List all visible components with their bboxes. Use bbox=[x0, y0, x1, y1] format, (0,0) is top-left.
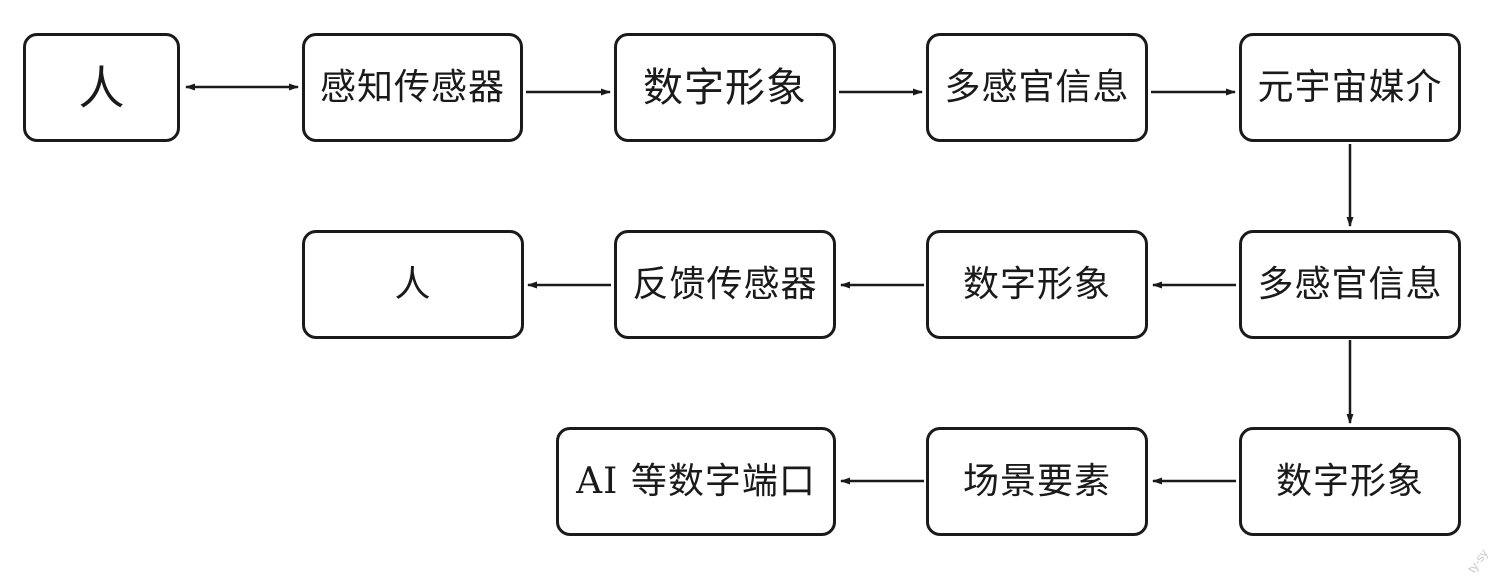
node-label: 数字形象 bbox=[1275, 460, 1424, 502]
node-label: 数字形象 bbox=[962, 263, 1111, 305]
node-label: 元宇宙媒介 bbox=[1257, 66, 1443, 108]
node-label: 人 bbox=[394, 263, 432, 305]
node-metaverse-medium: 元宇宙媒介 bbox=[1239, 33, 1461, 142]
node-label: 反馈传感器 bbox=[632, 263, 818, 305]
node-digital-image-2: 数字形象 bbox=[926, 230, 1148, 339]
node-feedback-sensor: 反馈传感器 bbox=[614, 230, 836, 339]
node-person-mid: 人 bbox=[302, 230, 524, 339]
node-person-top: 人 bbox=[23, 33, 180, 142]
node-label: AI 等数字端口 bbox=[576, 460, 816, 502]
node-perception-sensor: 感知传感器 bbox=[302, 33, 523, 142]
node-label: 多感官信息 bbox=[1257, 263, 1443, 305]
node-multisensory-info-2: 多感官信息 bbox=[1239, 230, 1461, 339]
node-label: 数字形象 bbox=[643, 64, 807, 111]
node-multisensory-info-1: 多感官信息 bbox=[926, 33, 1148, 142]
node-label: 场景要素 bbox=[962, 460, 1111, 502]
node-label: 感知传感器 bbox=[319, 66, 505, 108]
node-label: 人 bbox=[78, 60, 125, 115]
node-label: 多感官信息 bbox=[944, 66, 1130, 108]
node-scene-elements: 场景要素 bbox=[926, 427, 1148, 536]
node-ai-digital-port: AI 等数字端口 bbox=[556, 427, 836, 536]
node-digital-image-3: 数字形象 bbox=[1239, 427, 1461, 536]
node-digital-image-1: 数字形象 bbox=[614, 33, 836, 142]
